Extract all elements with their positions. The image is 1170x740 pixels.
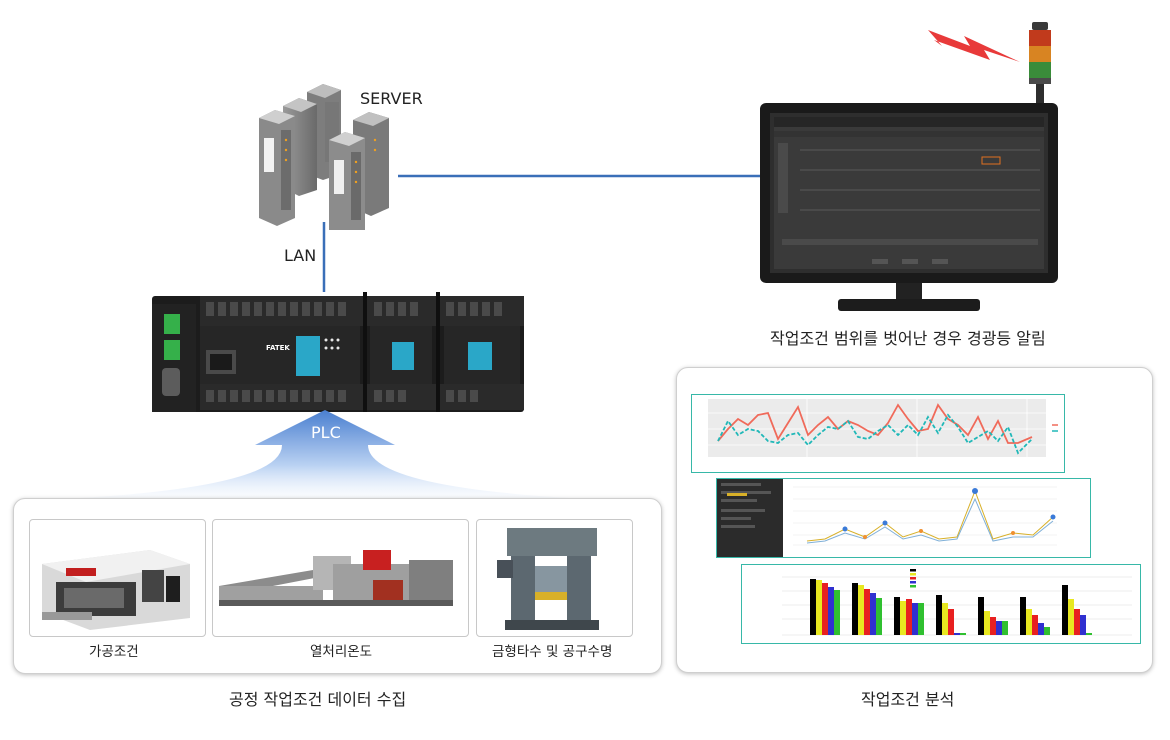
machine-card-press: [476, 519, 633, 637]
server-label: SERVER: [360, 89, 423, 108]
heat-treatment-line-image: [219, 550, 453, 606]
alarm-caption: 작업조건 범위를 벗어난 경우 경광등 알림: [770, 329, 1046, 348]
bar-chart-thumbnail: [741, 564, 1141, 644]
dashboard-chart-thumbnail: [716, 478, 1091, 558]
signal-tower-light: [1029, 22, 1051, 114]
collection-caption: 공정 작업조건 데이터 수집: [229, 690, 407, 709]
plc-device: [152, 292, 524, 412]
plc-brand-label: FATEK: [266, 344, 290, 352]
alarm-lightning-icon: [928, 30, 1020, 62]
plc-label: PLC: [311, 423, 341, 442]
lan-label: LAN: [284, 246, 317, 265]
machine-caption-heat-treatment: 열처리온도: [310, 644, 373, 660]
machine-caption-cnc: 가공조건: [89, 644, 139, 660]
cnc-machine-image: [42, 550, 190, 630]
data-collection-panel: 가공조건 열처리온도 금형타수 및 공구수명: [13, 498, 662, 674]
plc-data-arrow: [40, 410, 610, 510]
monitor: [760, 103, 1058, 311]
machine-card-heat-treatment: [212, 519, 469, 637]
analysis-panel: [676, 367, 1153, 673]
line-chart-thumbnail: [691, 394, 1065, 473]
analysis-caption: 작업조건 분석: [861, 690, 955, 709]
machine-caption-press: 금형타수 및 공구수명: [492, 644, 613, 660]
press-machine-image: [497, 528, 599, 630]
machine-card-cnc: [29, 519, 206, 637]
server-icon: [259, 84, 389, 230]
